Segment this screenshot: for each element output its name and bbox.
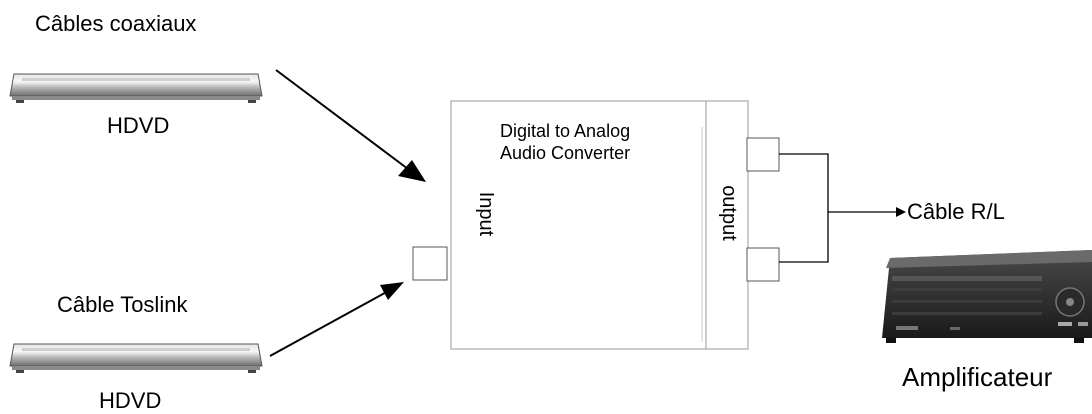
output-wiring bbox=[779, 153, 896, 263]
input-label: Input bbox=[475, 191, 497, 237]
output-port-left bbox=[746, 247, 780, 282]
converter-title-line2: Audio Converter bbox=[500, 143, 631, 163]
amplifier-label: Amplificateur bbox=[902, 362, 1053, 392]
input-port bbox=[412, 246, 448, 281]
hdvd-player-icon bbox=[9, 73, 263, 103]
top-cable-label: Câbles coaxiaux bbox=[35, 11, 197, 36]
arrow-icon bbox=[269, 282, 404, 357]
hdvd-player-icon bbox=[9, 343, 263, 373]
output-cable-label: Câble R/L bbox=[907, 199, 1005, 224]
arrow-icon bbox=[275, 69, 426, 182]
output-label: output bbox=[718, 185, 740, 241]
arrow-icon bbox=[896, 207, 906, 217]
top-device-label: HDVD bbox=[107, 113, 170, 138]
converter-box bbox=[450, 100, 749, 350]
converter-title-line1: Digital to Analog bbox=[500, 121, 631, 141]
amplifier-icon bbox=[882, 250, 1092, 343]
output-port-right bbox=[746, 137, 780, 172]
bottom-cable-label: Câble Toslink bbox=[57, 292, 188, 317]
bottom-device-label: HDVD bbox=[99, 388, 162, 413]
